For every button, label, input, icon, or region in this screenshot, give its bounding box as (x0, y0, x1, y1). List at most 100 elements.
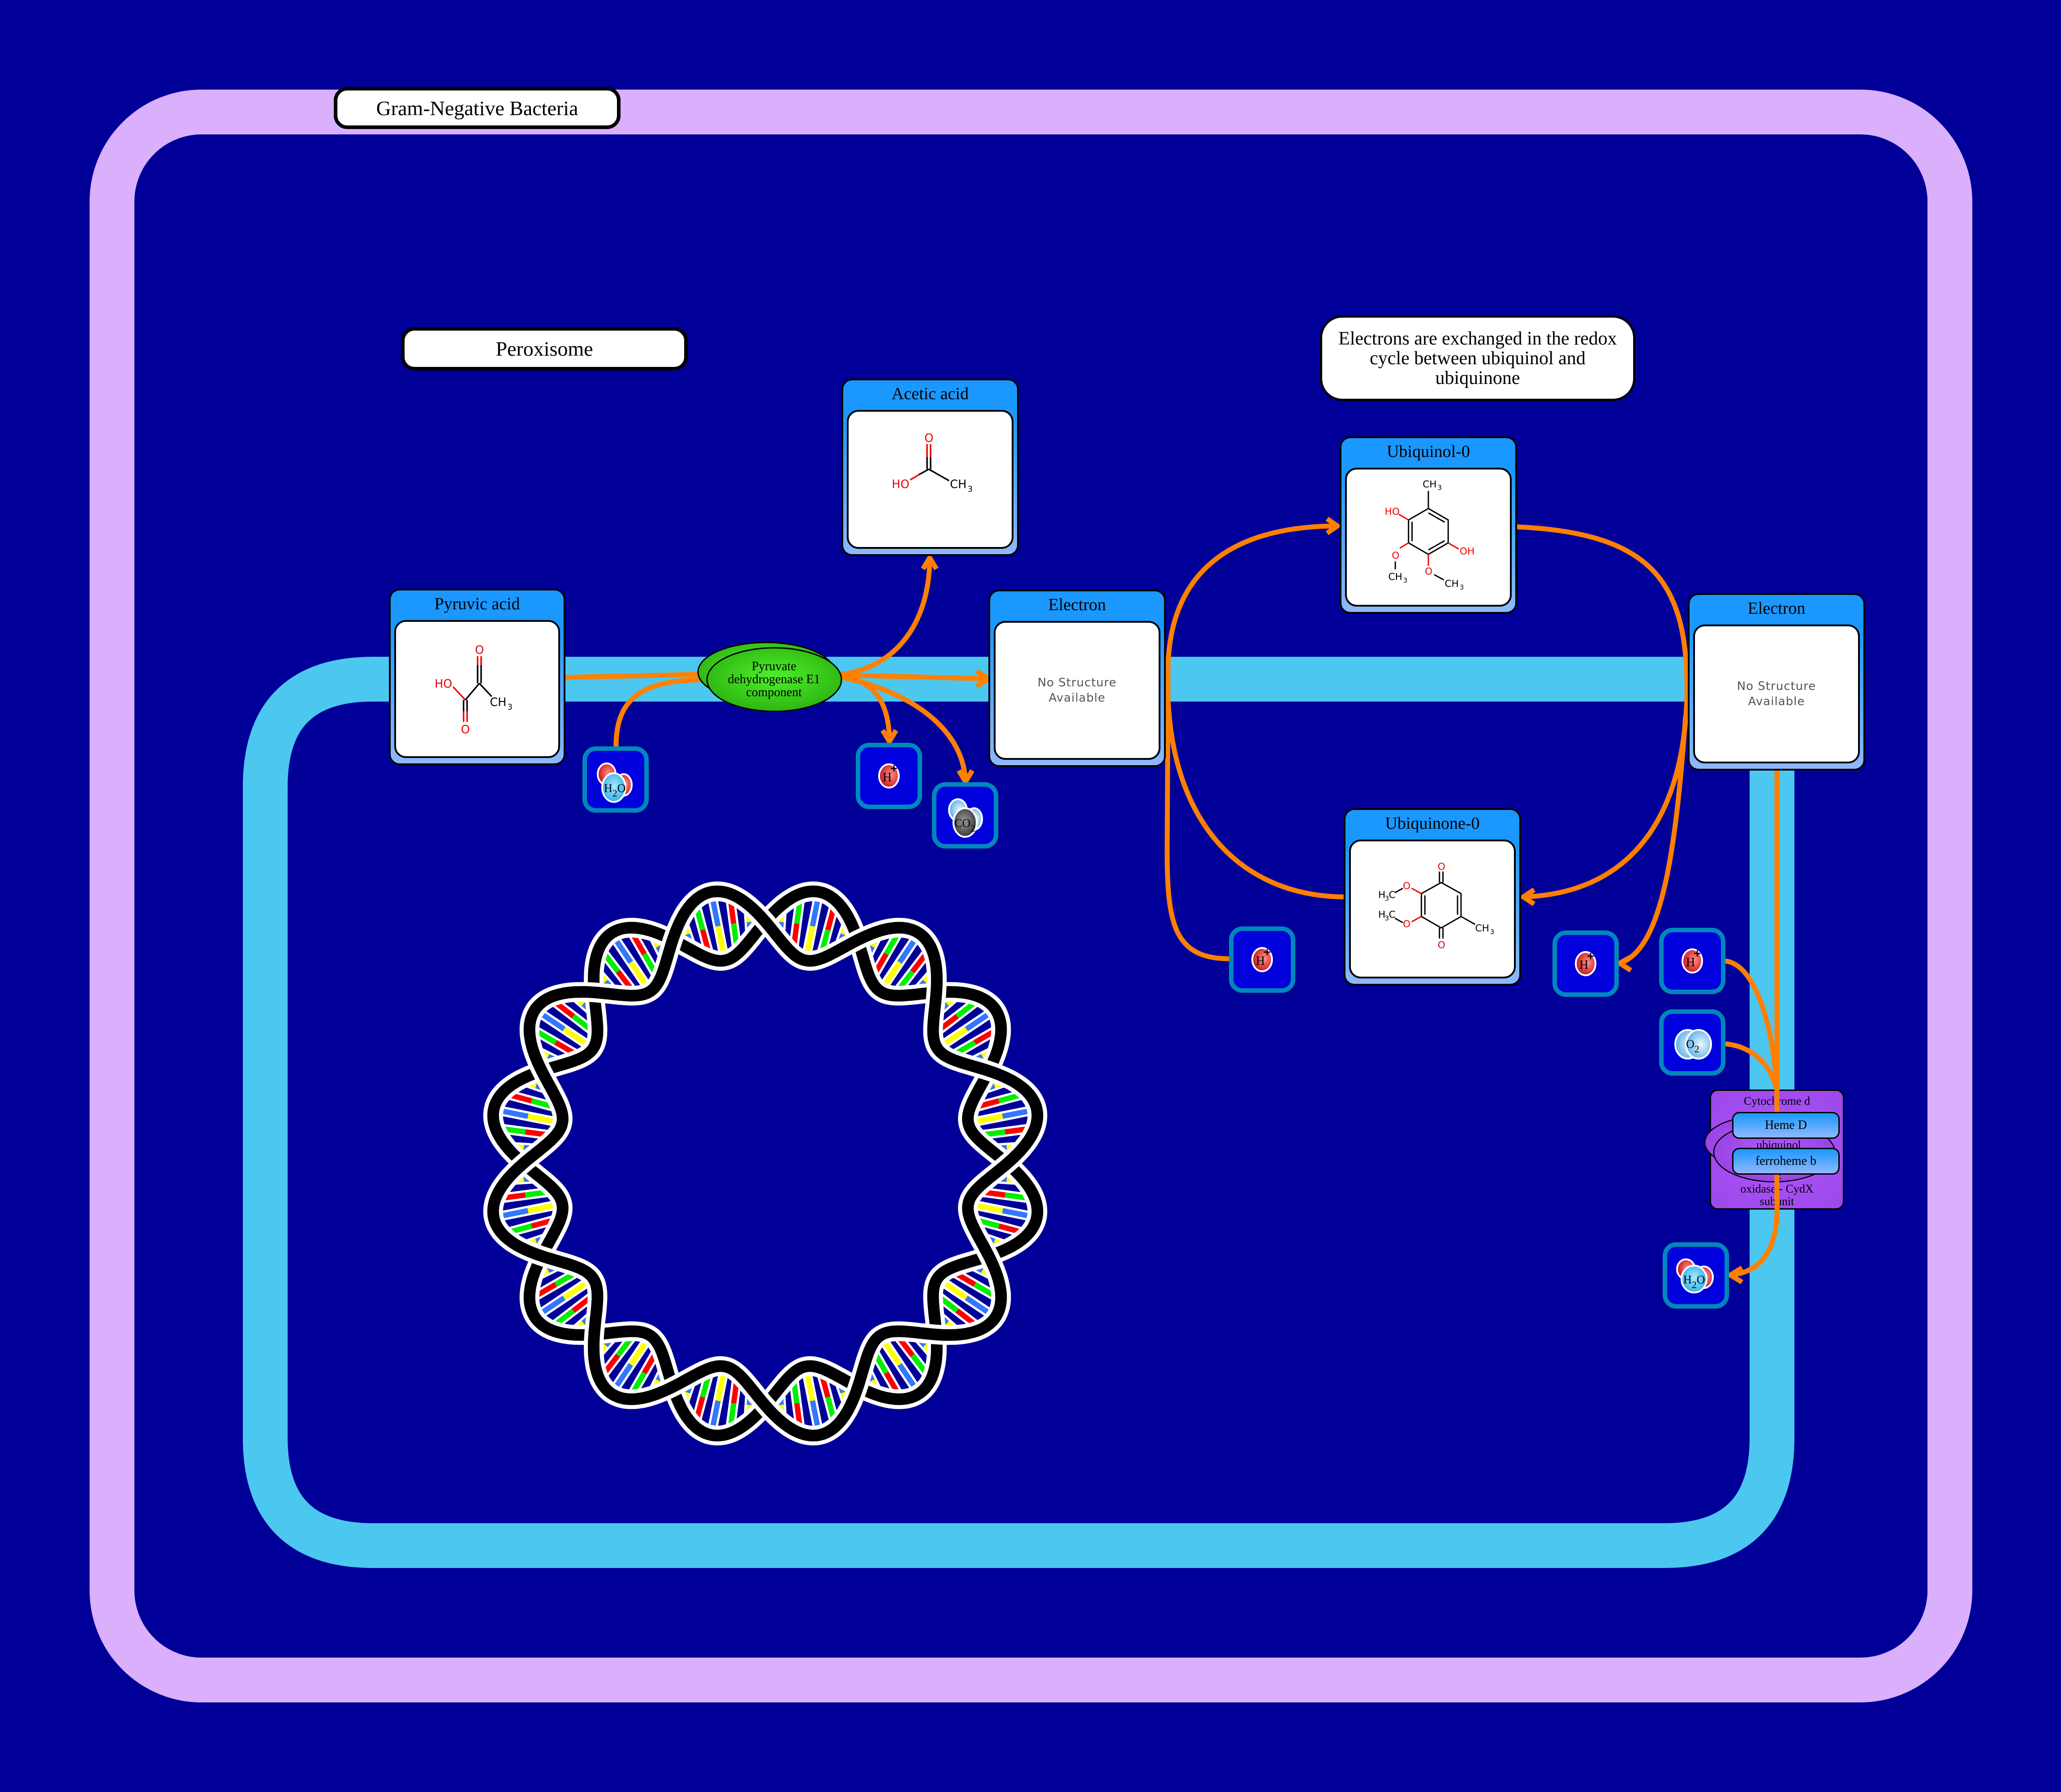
enzyme-label: Pyruvate dehydrogenase E1 component (712, 660, 836, 699)
organism-label-text: Gram-Negative Bacteria (376, 96, 578, 120)
arrow-cycle-to-hplus (1617, 714, 1688, 966)
arrowhead-ubiquinol (1325, 517, 1342, 535)
svg-text:+: + (890, 763, 898, 774)
small-molecule-hplus-4[interactable]: H + (1659, 928, 1725, 994)
metabolite-electron-1[interactable]: Electron No Structure Available (988, 590, 1166, 767)
outer-membrane (90, 90, 1972, 1702)
structure-panel: No Structure Available (994, 621, 1160, 760)
svg-text:CH: CH (1444, 578, 1458, 590)
subunit-ferroheme-b[interactable]: ferroheme b (1732, 1148, 1840, 1175)
arrow-hplus-to-cycle (1164, 678, 1232, 961)
svg-text:O: O (924, 431, 933, 445)
no-structure-line1: No Structure (1037, 676, 1117, 689)
svg-text:H: H (1378, 909, 1385, 921)
svg-text:H: H (1256, 954, 1265, 968)
no-structure-text: No Structure Available (1038, 675, 1117, 706)
dna-strand-outline (483, 881, 1048, 1446)
metabolite-title: Pyruvic acid (434, 594, 520, 613)
pyruvate-dehydrogenase-enzyme[interactable] (697, 642, 842, 712)
svg-text:HO: HO (892, 478, 909, 491)
arrow-h2o-to-enzyme (613, 677, 708, 749)
metabolite-title: Ubiquinol-0 (1387, 442, 1470, 461)
water-icon: H2O (1676, 1258, 1714, 1293)
carbon-dioxide-icon: CO2 (948, 798, 983, 838)
enzyme-label-line3: component (746, 685, 802, 699)
structure-panel: O HO CH 3 (847, 410, 1013, 549)
svg-text:O: O (1403, 918, 1410, 930)
svg-text:3: 3 (1490, 928, 1494, 936)
svg-text:3: 3 (1438, 484, 1442, 492)
water-icon: H2O (597, 762, 633, 803)
small-molecule-h2o-product[interactable]: H2O (1663, 1242, 1729, 1309)
arrowhead-hplus3 (1615, 955, 1632, 973)
metabolite-ubiquinone-0[interactable]: Ubiquinone-0 O O O O H 3 (1344, 808, 1521, 986)
proton-icon: H + (878, 763, 900, 788)
small-molecule-h2o[interactable]: H2O (582, 746, 649, 813)
svg-text:O: O (461, 723, 470, 736)
subunit-heme-d-label: Heme D (1764, 1118, 1807, 1132)
subunit-heme-d[interactable]: Heme D (1732, 1112, 1840, 1139)
dna-strand-2 (487, 885, 1043, 1442)
arrow-hplus-to-cytochrome (1722, 958, 1780, 1096)
svg-text:O: O (1425, 566, 1432, 577)
metabolite-title: Electron (1048, 595, 1106, 614)
svg-text:H: H (1378, 889, 1385, 900)
svg-text:H: H (883, 771, 892, 784)
small-molecule-hplus-1[interactable]: H + (856, 743, 922, 809)
svg-text:3: 3 (1385, 915, 1389, 922)
small-molecule-hplus-2[interactable]: H + (1229, 926, 1295, 993)
small-molecule-co2[interactable]: CO2 (932, 782, 998, 849)
metabolite-title: Electron (1747, 599, 1806, 618)
arrow-enzyme-to-electron (839, 672, 991, 681)
no-structure-line2: Available (1748, 695, 1805, 708)
svg-text:O: O (1438, 861, 1445, 872)
small-molecule-o2[interactable]: O2 (1659, 1009, 1725, 1076)
proton-icon: H + (1251, 947, 1273, 972)
dna-strand-outline (483, 881, 1048, 1446)
oxygen-icon: O2 (1674, 1029, 1712, 1060)
enzyme-ellipse (706, 647, 842, 712)
proton-icon: H + (1682, 948, 1703, 974)
metabolite-ubiquinol-0[interactable]: Ubiquinol-0 CH 3 HO OH O (1340, 436, 1517, 614)
svg-text:+: + (1587, 951, 1595, 962)
svg-text:O: O (1438, 940, 1445, 951)
arrowhead-ubiquinone (1519, 887, 1536, 906)
metabolite-pyruvic-acid[interactable]: Pyruvic acid O HO CH 3 O (389, 589, 565, 765)
arrow-enzyme-to-acetic-acid (839, 555, 932, 677)
svg-text:H2O: H2O (1683, 1273, 1705, 1290)
svg-text:C: C (1389, 909, 1396, 921)
no-structure-text: No Structure Available (1737, 679, 1816, 709)
structure-panel: O HO CH 3 O (394, 620, 560, 758)
arrow-ubiquinone-to-cycle (1165, 696, 1346, 900)
svg-text:3: 3 (1385, 895, 1389, 902)
svg-text:HO: HO (1385, 506, 1400, 517)
svg-text:3: 3 (508, 703, 513, 712)
structure-panel: No Structure Available (1693, 625, 1860, 763)
compartment-label: Peroxisome (401, 327, 688, 370)
metabolite-electron-2[interactable]: Electron No Structure Available (1688, 593, 1865, 771)
structure-panel: CH 3 HO OH O CH 3 O CH 3 (1345, 468, 1512, 607)
enzyme-label-line1: Pyruvate (751, 659, 797, 673)
svg-text:C: C (1389, 889, 1396, 900)
svg-text:3: 3 (1460, 584, 1464, 591)
svg-text:CH: CH (950, 478, 966, 491)
pyruvic-acid-structure: O HO CH 3 O (435, 643, 513, 736)
small-molecule-hplus-3[interactable]: H + (1552, 930, 1619, 997)
svg-text:H: H (1579, 958, 1588, 972)
svg-text:+: + (1693, 948, 1701, 959)
arrowhead-acetic (921, 553, 939, 570)
inner-membrane (243, 657, 1794, 1568)
svg-text:O2: O2 (1686, 1038, 1699, 1055)
acetic-acid-structure: O HO CH 3 (892, 431, 972, 494)
svg-text:CO2: CO2 (954, 817, 975, 834)
proton-icon: H + (1575, 951, 1596, 976)
metabolite-acetic-acid[interactable]: Acetic acid O HO CH 3 (841, 379, 1019, 556)
svg-text:O: O (1403, 881, 1410, 892)
subunit-ferroheme-b-label: ferroheme b (1755, 1154, 1817, 1168)
svg-text:O: O (475, 643, 484, 657)
arrowhead-co2 (957, 769, 974, 787)
ubiquinol-structure: CH 3 HO OH O CH 3 O CH 3 (1385, 479, 1475, 591)
metabolite-title: Acetic acid (892, 384, 969, 403)
ubiquinone-structure: O O O O H 3 C H 3 C CH 3 (1378, 861, 1494, 951)
